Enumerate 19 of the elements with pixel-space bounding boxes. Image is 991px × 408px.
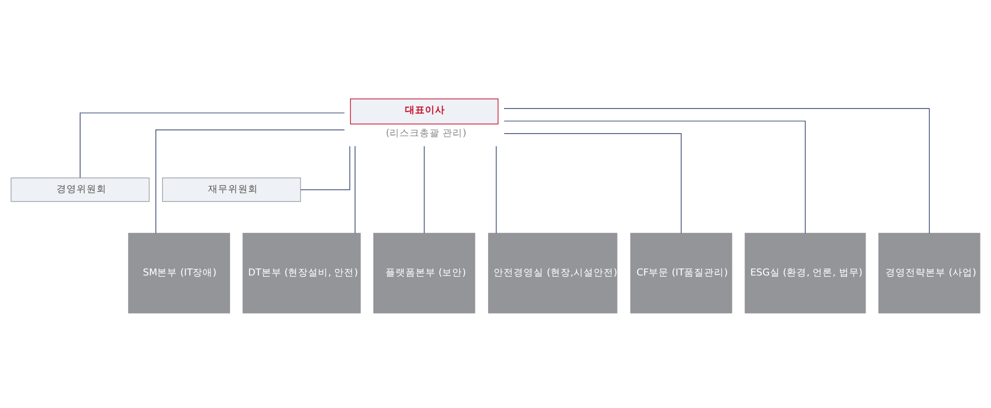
connector — [300, 145, 350, 190]
connector — [504, 132, 682, 234]
node-box: 플랫폼본부 (보안) — [373, 232, 476, 313]
node-box: 재무위원회 — [162, 177, 301, 202]
node-box: CF부문 (IT품질관리) — [630, 232, 732, 313]
connector — [424, 145, 425, 233]
connector — [80, 112, 345, 178]
node-box: 안전경영실 (현장,시설안전) — [488, 232, 618, 313]
connector — [354, 145, 356, 233]
node-label: (리스크총괄 관리) — [386, 128, 466, 139]
node-box: 경영위원회 — [10, 177, 150, 202]
connector — [155, 129, 345, 234]
connector — [504, 120, 806, 234]
node-box: DT본부 (현장설비, 안전) — [242, 232, 361, 313]
node-box: SM본부 (IT장애) — [128, 232, 230, 313]
node-box: 경영전략본부 (사업) — [878, 232, 980, 313]
connector — [504, 108, 930, 233]
connector — [496, 145, 497, 233]
node-box: ESG실 (환경, 언론, 법무) — [744, 232, 866, 313]
